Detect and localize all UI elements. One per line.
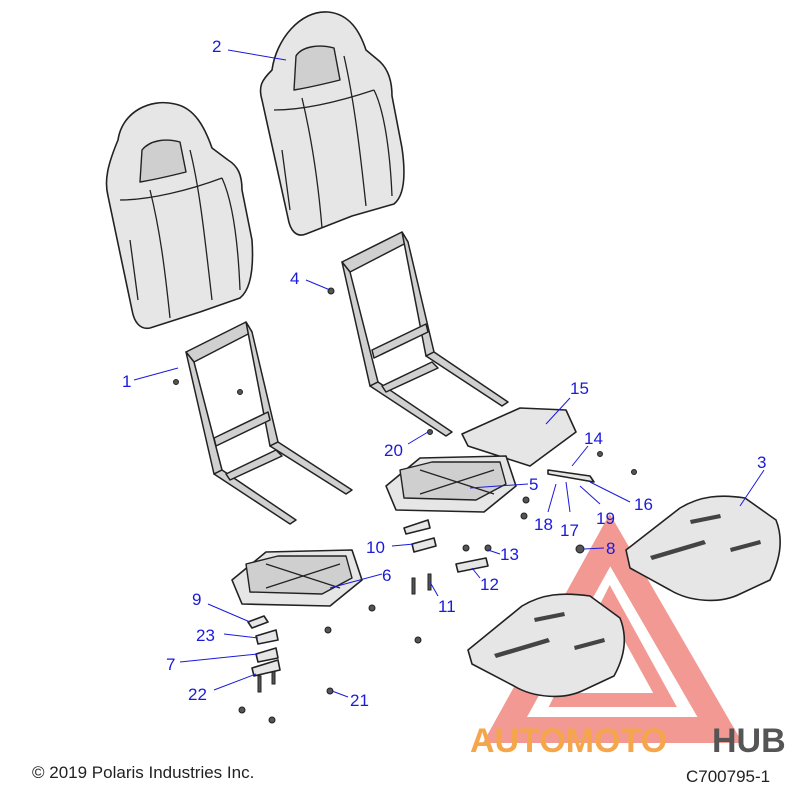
callout-9: 9 <box>192 590 251 623</box>
svg-text:3: 3 <box>757 453 766 472</box>
watermark-word-b: HUB <box>712 722 786 760</box>
callout-10: 10 <box>366 538 415 557</box>
callout-13: 13 <box>487 545 519 564</box>
copyright-text: © 2019 Polaris Industries Inc. <box>32 763 254 782</box>
figure-id: C700795-1 <box>686 767 770 786</box>
seat-slider-upper <box>385 455 517 513</box>
svg-text:22: 22 <box>188 685 207 704</box>
callout-4: 4 <box>290 269 331 291</box>
seat-bottom-left <box>467 593 626 698</box>
callout-6: 6 <box>329 566 391 589</box>
seat-slider-lower <box>231 549 363 607</box>
callout-21: 21 <box>331 690 369 710</box>
svg-text:19: 19 <box>596 509 615 528</box>
callout-2: 2 <box>212 37 287 61</box>
svg-text:9: 9 <box>192 590 201 609</box>
callout-1: 1 <box>122 367 179 391</box>
callout-22: 22 <box>188 673 257 704</box>
svg-text:21: 21 <box>350 691 369 710</box>
svg-text:2: 2 <box>212 37 221 56</box>
callout-3: 3 <box>739 453 766 507</box>
callout-18: 18 <box>534 483 557 534</box>
svg-text:13: 13 <box>500 545 519 564</box>
svg-text:20: 20 <box>384 441 403 460</box>
callout-12: 12 <box>471 567 499 594</box>
callout-5: 5 <box>469 475 538 494</box>
small-brackets <box>247 469 595 677</box>
svg-text:4: 4 <box>290 269 299 288</box>
callout-17: 17 <box>560 481 579 540</box>
seat-frame-right <box>341 231 509 437</box>
callout-23: 23 <box>196 626 259 645</box>
callout-19: 19 <box>579 485 615 528</box>
hardware-fasteners <box>173 287 637 724</box>
seat-back-left <box>105 101 254 330</box>
callout-11: 11 <box>429 581 456 616</box>
callout-7: 7 <box>166 653 259 674</box>
svg-text:15: 15 <box>570 379 589 398</box>
svg-text:11: 11 <box>438 597 456 616</box>
svg-text:12: 12 <box>480 575 499 594</box>
svg-text:14: 14 <box>584 429 603 448</box>
seat-back-right <box>259 11 405 236</box>
seat-frame-left <box>185 321 353 525</box>
callout-20: 20 <box>384 431 429 460</box>
svg-text:16: 16 <box>634 495 653 514</box>
callout-16: 16 <box>589 481 653 514</box>
svg-text:18: 18 <box>534 515 553 534</box>
svg-text:5: 5 <box>529 475 538 494</box>
callout-15: 15 <box>545 379 589 425</box>
callout-8: 8 <box>583 539 615 558</box>
watermark-word-a: AUTOMOTO <box>470 722 667 760</box>
svg-text:7: 7 <box>166 655 175 674</box>
svg-text:23: 23 <box>196 626 215 645</box>
svg-text:1: 1 <box>122 372 131 391</box>
callout-14: 14 <box>571 429 603 467</box>
svg-text:10: 10 <box>366 538 385 557</box>
watermark-text: AUTOMOTO HUB <box>470 722 786 760</box>
seat-bottom-right <box>625 495 782 602</box>
svg-text:6: 6 <box>382 566 391 585</box>
svg-text:8: 8 <box>606 539 615 558</box>
svg-text:17: 17 <box>560 521 579 540</box>
